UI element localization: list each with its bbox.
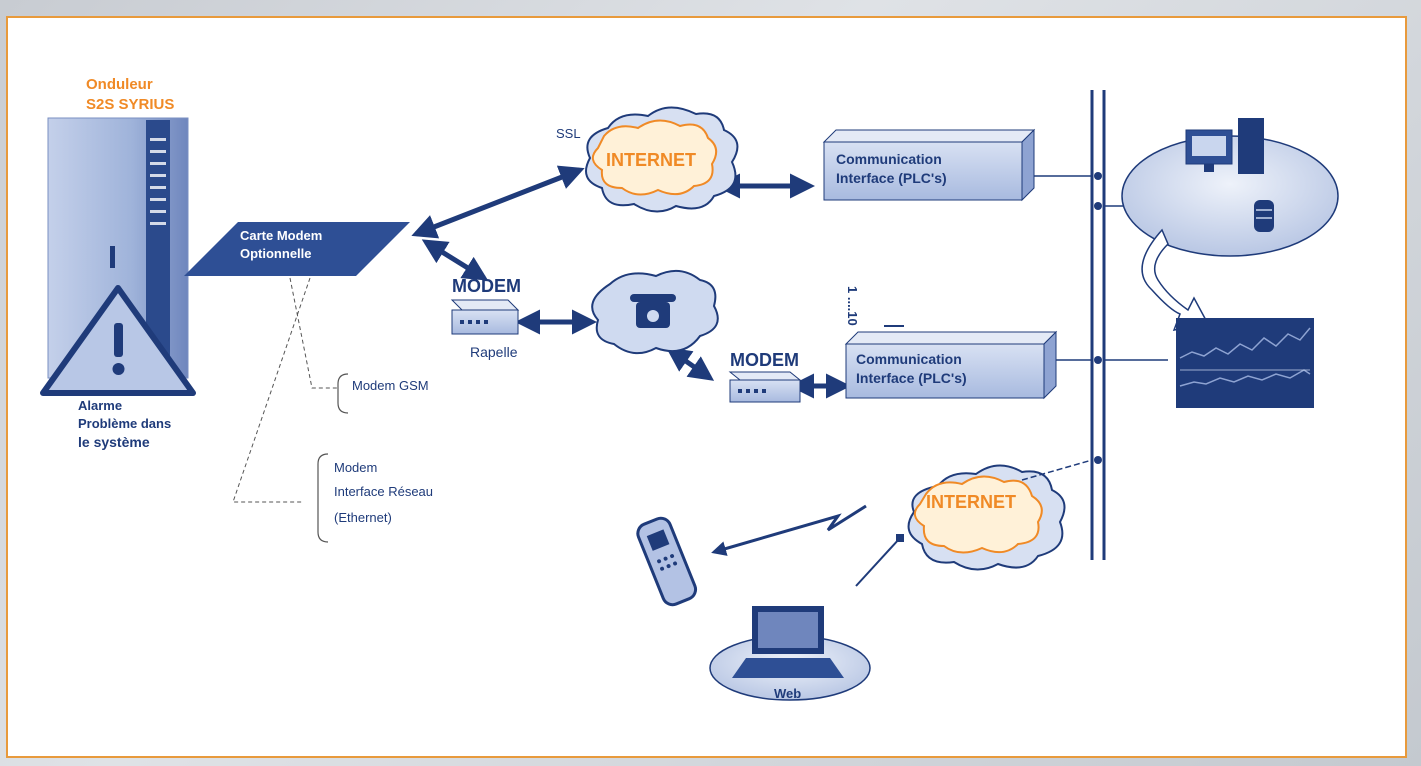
- phone-cloud: [591, 269, 719, 355]
- mobile-phone-icon: [636, 516, 698, 607]
- dashed-connectors: [232, 277, 338, 503]
- web-link-node: [896, 534, 904, 542]
- option-net-line1: Modem: [334, 460, 378, 475]
- ups-title-line1: Onduleur: [86, 76, 153, 93]
- ssl-label: SSL: [556, 126, 581, 141]
- comm-box-mid-shape: [844, 330, 1058, 400]
- alarm-line1: Alarme: [78, 398, 123, 413]
- ups-cabinet: [47, 117, 189, 379]
- web-link: [855, 537, 901, 587]
- network-bus: [1090, 90, 1106, 560]
- laptop-ellipse: [709, 606, 871, 701]
- diagram-graphics: [40, 90, 1339, 701]
- bus-nodes: [1094, 172, 1102, 464]
- option-net-line2: Interface Réseau: [334, 484, 434, 499]
- modem-card-line1: Carte Modem: [240, 228, 323, 243]
- comm-top-line2: Interface (PLC's): [836, 170, 947, 186]
- comm-top-line1: Communication: [836, 151, 942, 167]
- modem-card-line2: Optionnelle: [240, 246, 312, 261]
- alarm-line2: Problème dans: [78, 416, 172, 431]
- ups-title-line2: S2S SYRIUS: [86, 96, 175, 113]
- internet-cloud-bottom: [907, 464, 1066, 571]
- monitor-chart: [1176, 318, 1314, 408]
- range-label: 1 ....10: [845, 286, 860, 326]
- comm-mid-line1: Communication: [856, 351, 962, 367]
- comm-mid-line2: Interface (PLC's): [856, 370, 967, 386]
- warning-icon: [40, 285, 196, 396]
- modem-right-device: [728, 371, 802, 403]
- option-brackets: [317, 373, 349, 543]
- modem-left-label: MODEM: [452, 276, 521, 296]
- diagram-panel: Onduleur S2S SYRIUS Alarme Problème dans…: [6, 16, 1407, 758]
- web-label: Web: [774, 686, 802, 701]
- rappelle-label: Rapelle: [470, 344, 518, 360]
- internet-top-label: INTERNET: [606, 150, 696, 170]
- modem-card-shape: [184, 222, 410, 276]
- option-gsm: Modem GSM: [352, 378, 429, 393]
- internet-bottom-label: INTERNET: [926, 492, 1016, 512]
- modem-left-device: [450, 299, 520, 335]
- wireless-link: [711, 504, 867, 556]
- link-arrows: [411, 165, 851, 399]
- modem-right-label: MODEM: [730, 350, 799, 370]
- workstation-ellipse: [1121, 118, 1339, 257]
- comm-box-top-shape: [822, 128, 1036, 202]
- option-net-line3: (Ethernet): [334, 510, 392, 525]
- internet-cloud-top: [585, 106, 739, 213]
- alarm-line3: le système: [78, 434, 150, 450]
